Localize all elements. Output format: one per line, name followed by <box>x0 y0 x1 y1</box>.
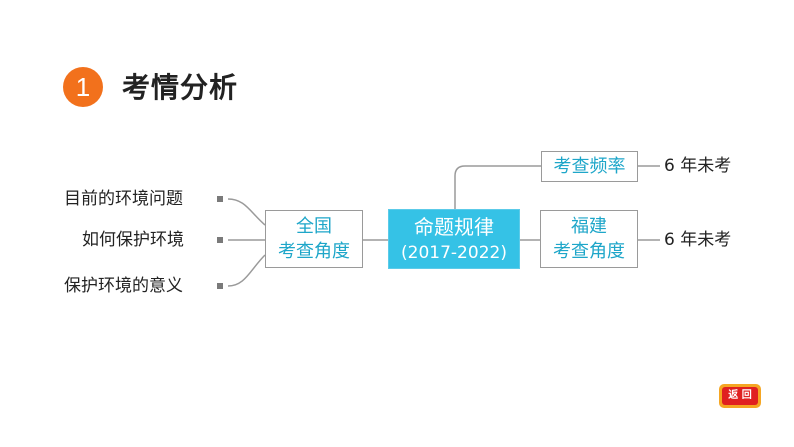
fujian-exam-angle-node: 福建 考查角度 <box>540 210 638 268</box>
connector-left-3 <box>227 254 266 287</box>
national-node-line1: 全国 <box>296 216 332 237</box>
leaf-protection-significance: 保护环境的意义 <box>64 276 183 296</box>
center-node-years: (2017-2022) <box>401 243 507 263</box>
connector-center-frequency <box>454 165 542 212</box>
back-button[interactable]: 返 回 <box>719 384 761 408</box>
fujian-result: 6 年未考 <box>664 230 732 250</box>
exam-frequency-node: 考查频率 <box>541 151 638 182</box>
center-topic-node: 命题规律 (2017-2022) <box>388 209 520 269</box>
frequency-result: 6 年未考 <box>664 156 732 176</box>
connector-left-1 <box>227 198 266 226</box>
section-number-badge: 1 <box>63 67 103 107</box>
back-button-label: 返 回 <box>722 387 758 405</box>
leaf-dot-2 <box>217 237 223 243</box>
national-exam-angle-node: 全国 考查角度 <box>265 210 363 268</box>
leaf-dot-1 <box>217 196 223 202</box>
fujian-node-line2: 考查角度 <box>553 241 625 262</box>
frequency-node-label: 考查频率 <box>553 156 626 177</box>
section-title: 考情分析 <box>122 71 239 104</box>
leaf-dot-3 <box>217 283 223 289</box>
national-node-line2: 考查角度 <box>278 241 350 262</box>
fujian-node-line1: 福建 <box>571 216 607 237</box>
leaf-how-to-protect: 如何保护环境 <box>82 230 184 250</box>
center-node-title: 命题规律 <box>414 215 494 239</box>
leaf-environment-problems: 目前的环境问题 <box>64 189 183 209</box>
